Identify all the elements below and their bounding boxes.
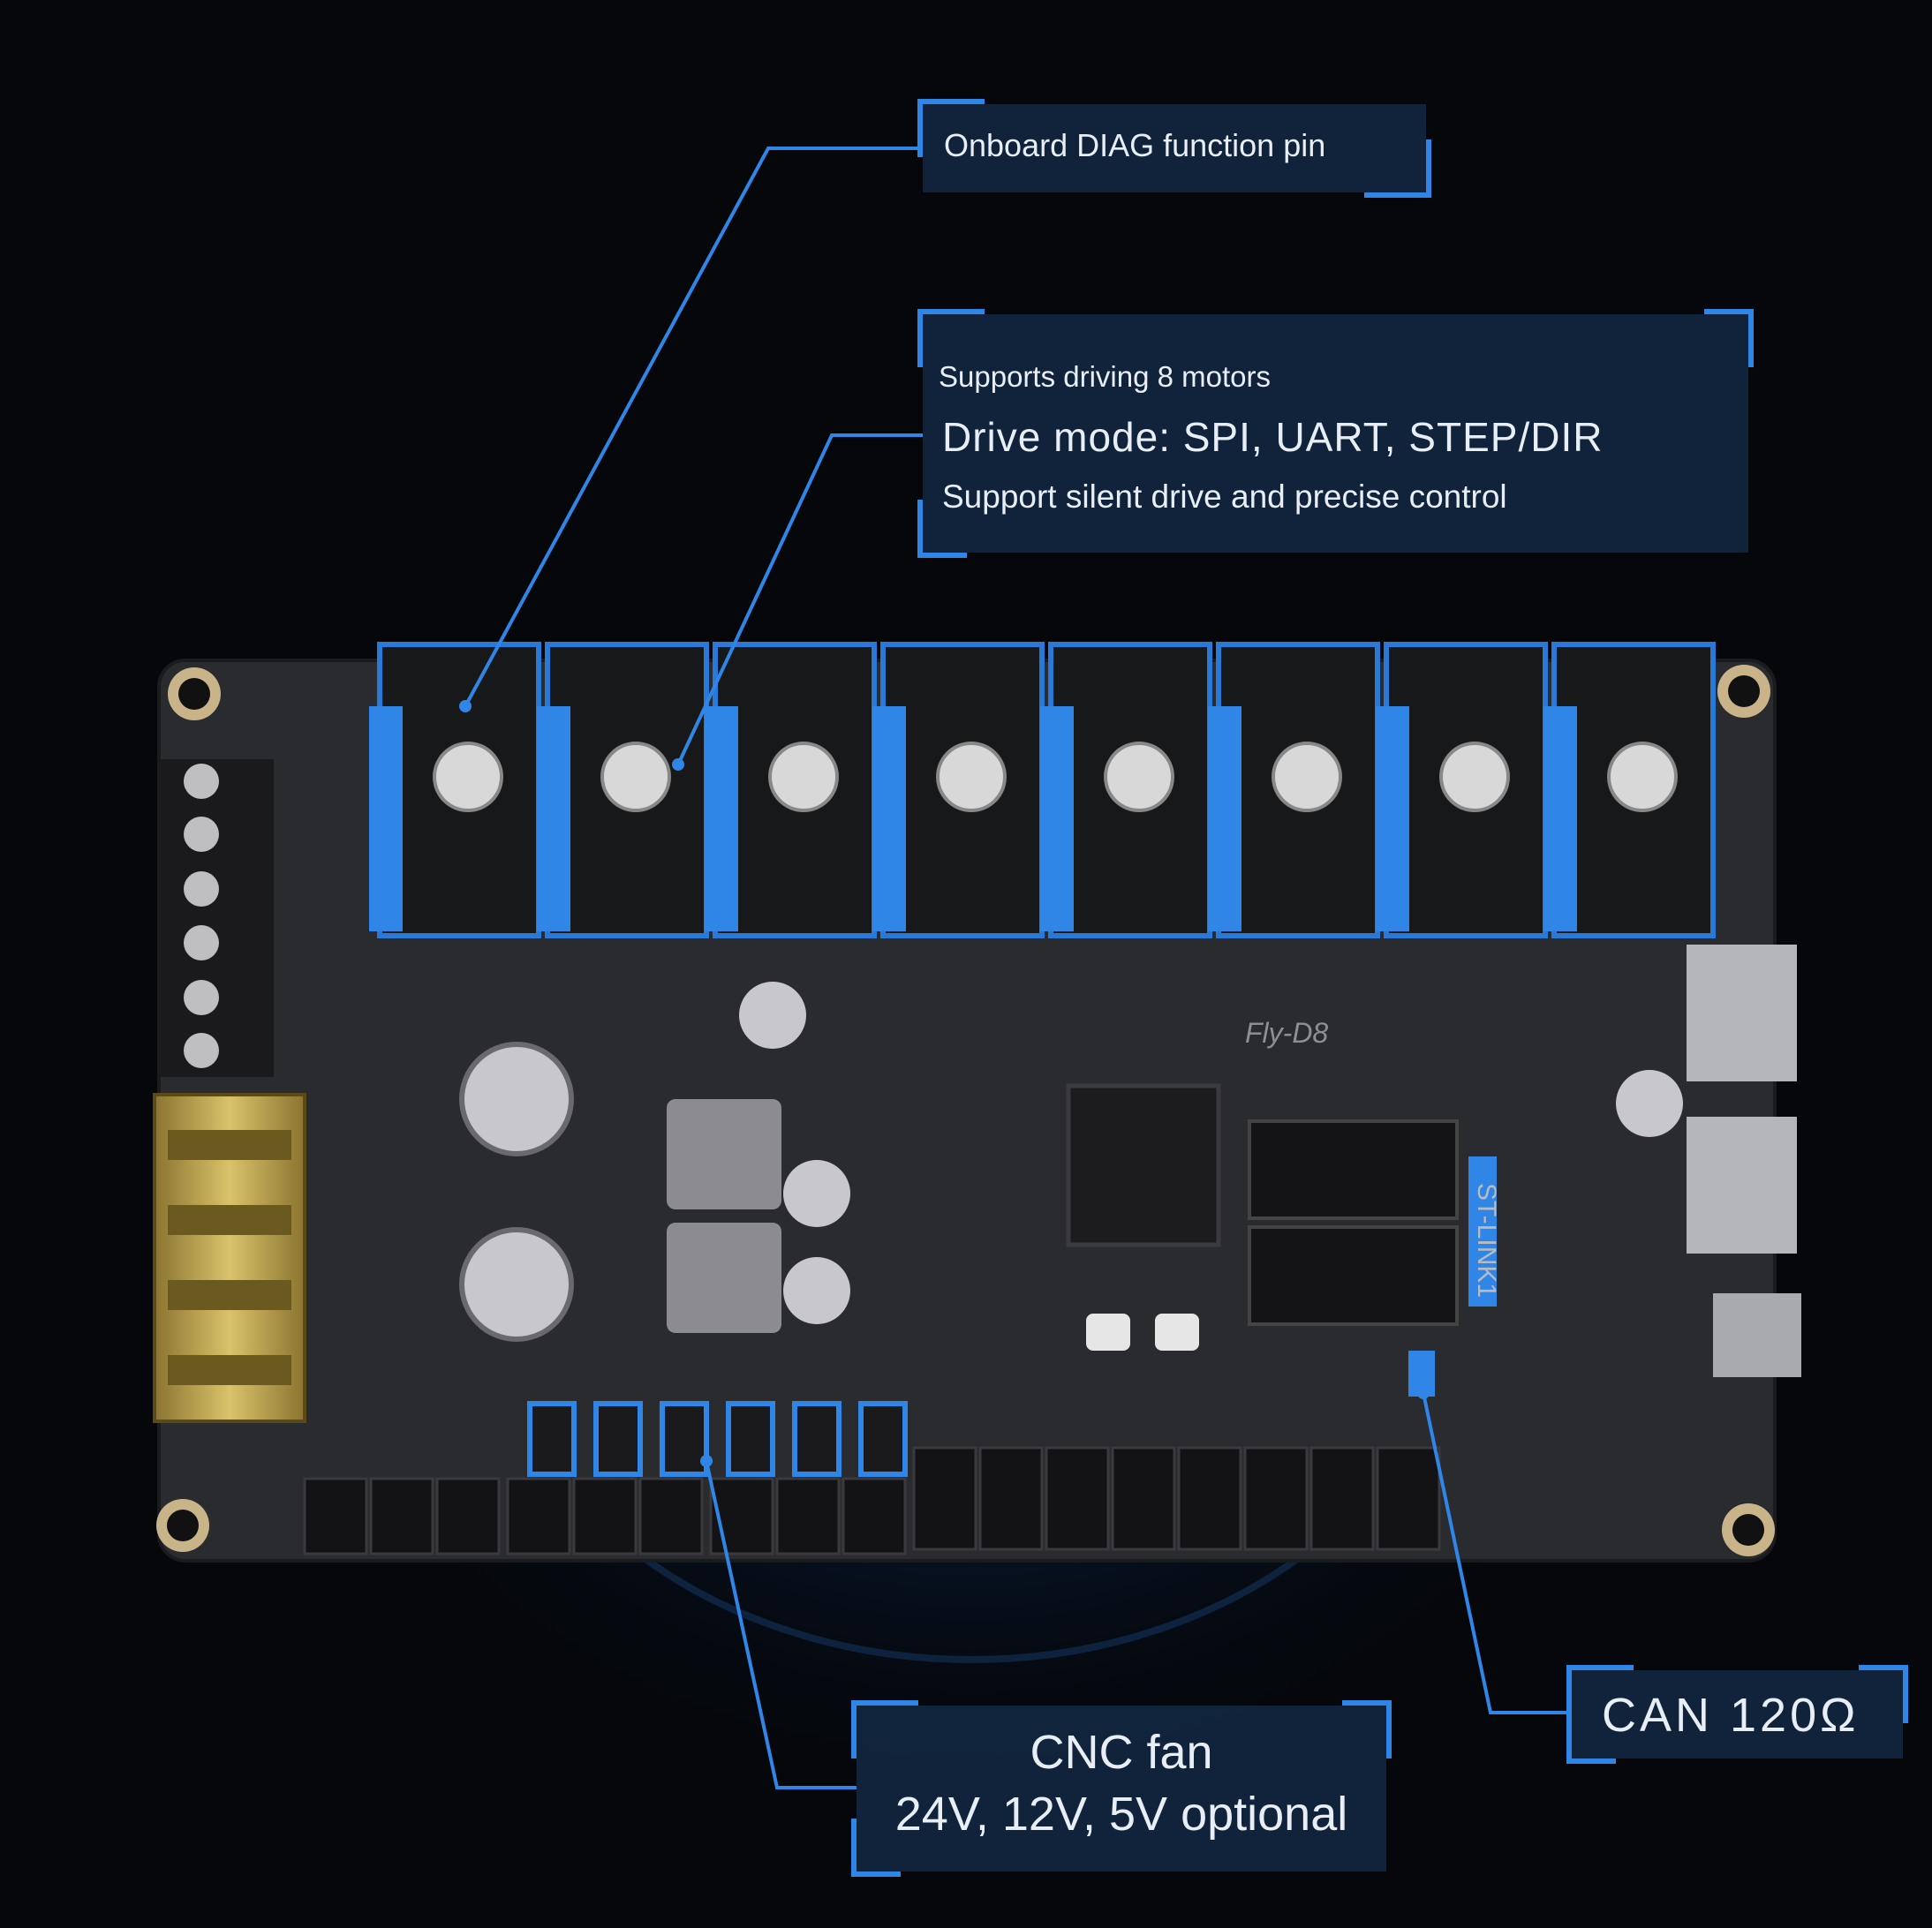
reset-button [1086, 1314, 1130, 1351]
stlink-header [1468, 1156, 1497, 1307]
stlink-label: ST-LINK1 [1472, 1183, 1501, 1299]
callout-diag-text: Onboard DIAG function pin [944, 127, 1326, 163]
usb-c [1713, 1293, 1801, 1377]
callout-drive-mode: Supports driving 8 motors Drive mode: SP… [917, 309, 1754, 558]
driver-modules [369, 642, 1716, 938]
board-model-label: Fly-D8 [1245, 1017, 1329, 1049]
mcu [1066, 1083, 1221, 1247]
terminal-block [159, 759, 274, 1077]
inductor-2 [667, 1223, 781, 1333]
leader-lines [464, 147, 1572, 1789]
boot-button [1155, 1314, 1199, 1351]
usb-a-1 [1687, 945, 1797, 1081]
callout-drive-line2: Drive mode: SPI, UART, STEP/DIR [942, 414, 1604, 460]
callout-fan-line1: CNC fan [1030, 1726, 1213, 1779]
callout-can-text: CAN 120Ω [1602, 1689, 1860, 1742]
capacitor-470 [459, 1042, 574, 1156]
exp-header-1 [1248, 1119, 1459, 1220]
callout-can: CAN 120Ω [1566, 1665, 1908, 1764]
callout-drive-line1: Supports driving 8 motors [939, 360, 1272, 393]
callout-diag-pin: Onboard DIAG function pin [917, 99, 1431, 198]
callout-fan-line2: 24V, 12V, 5V optional [894, 1788, 1348, 1841]
capacitor-470b [459, 1227, 574, 1342]
exp-header-2 [1248, 1225, 1459, 1326]
usb-a-2 [1687, 1117, 1797, 1254]
callout-cnc-fan: CNC fan 24V, 12V, 5V optional [851, 1700, 1392, 1877]
callout-drive-line3: Support silent drive and precise control [942, 478, 1507, 515]
inductor-1 [667, 1099, 781, 1209]
fan-headers [527, 1401, 908, 1477]
